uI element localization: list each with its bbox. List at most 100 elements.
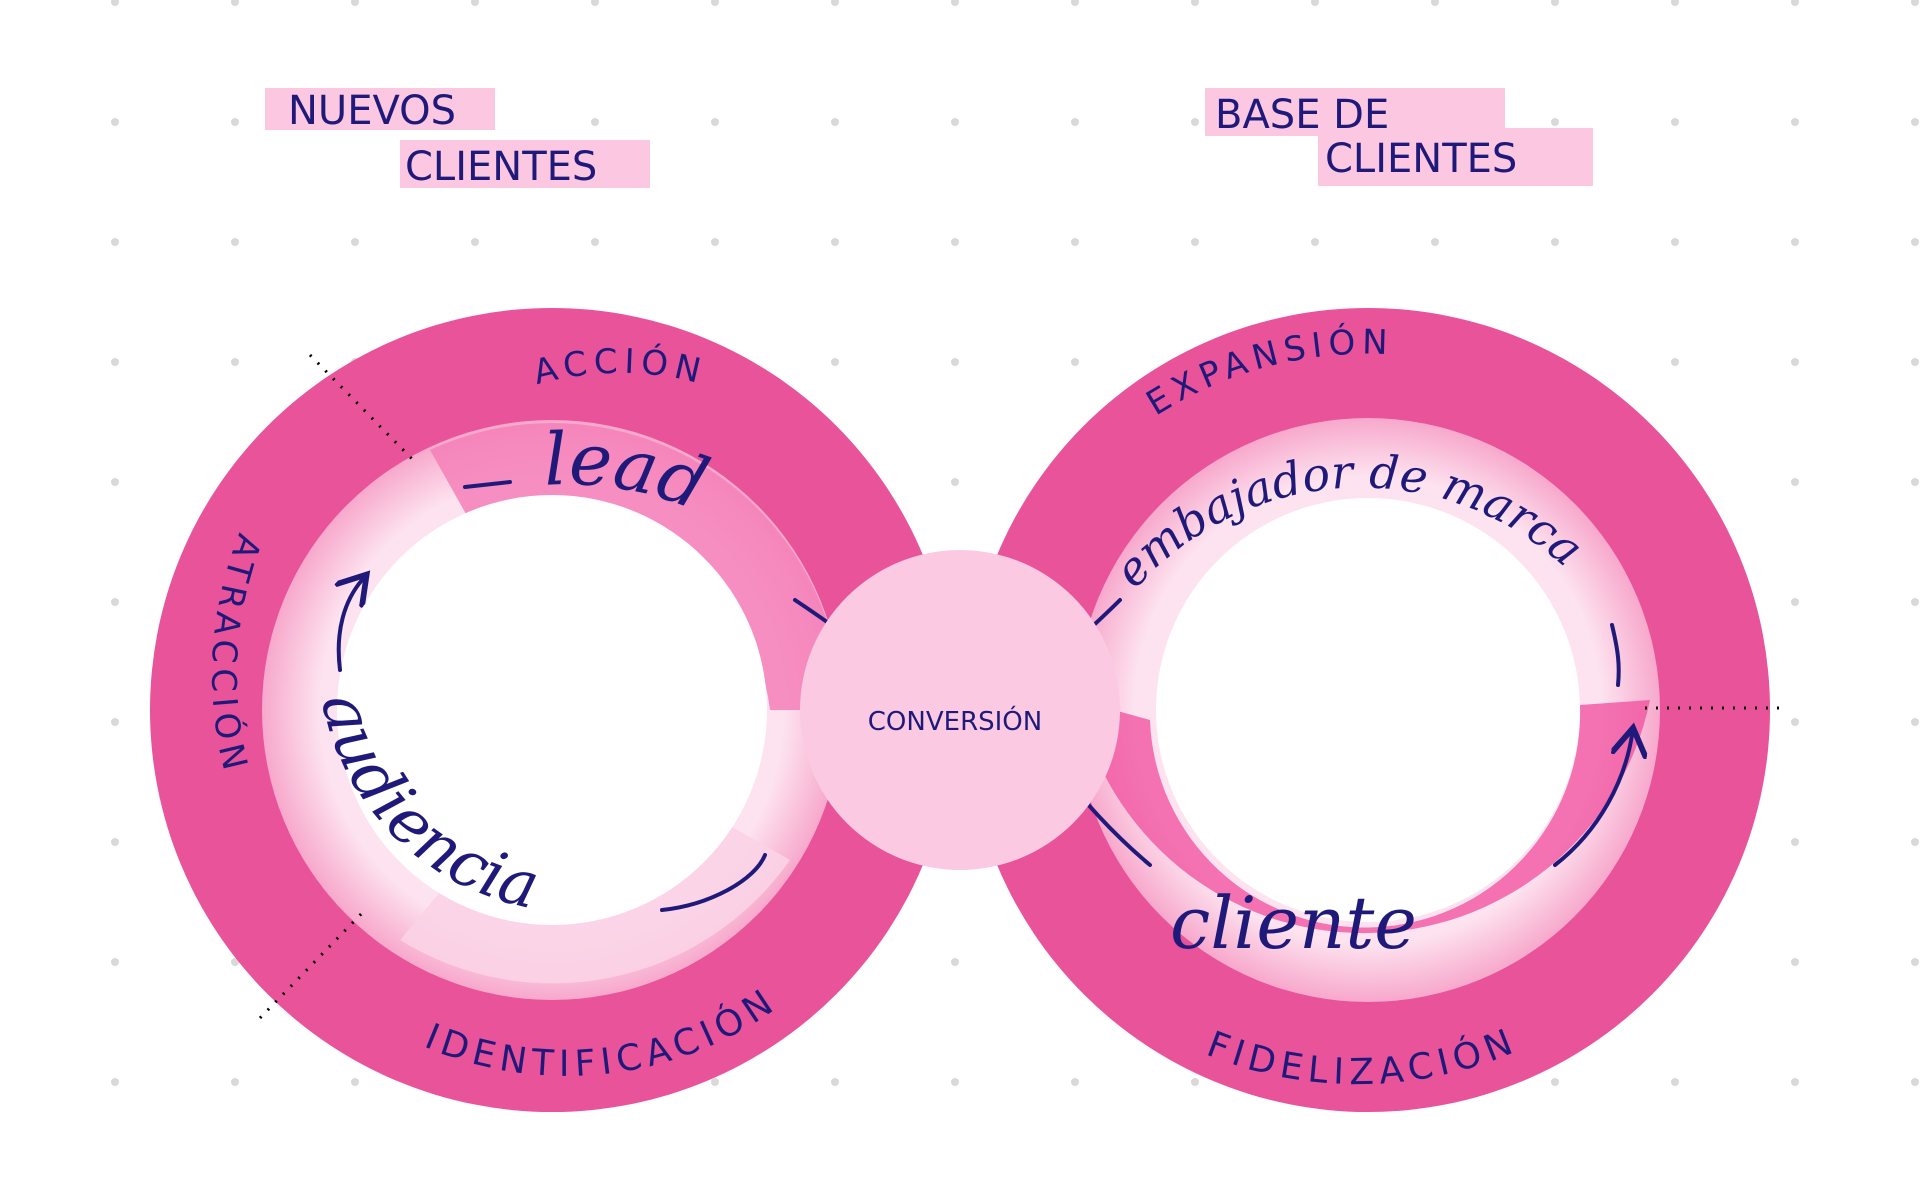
grid-dot <box>1911 118 1919 126</box>
grid-dot <box>951 238 959 246</box>
grid-dot <box>1791 358 1799 366</box>
grid-dot <box>711 1078 719 1086</box>
grid-dot <box>1071 238 1079 246</box>
grid-dot <box>1671 0 1679 6</box>
grid-dot <box>1551 118 1559 126</box>
header-right-line2: CLIENTES <box>1325 136 1517 182</box>
grid-dot <box>831 1078 839 1086</box>
grid-dot <box>1431 0 1439 6</box>
grid-dot <box>1071 1078 1079 1086</box>
grid-dot <box>1071 358 1079 366</box>
right-loop: EXPANSIÓN FIDELIZACIÓN embajador de marc… <box>966 308 1780 1112</box>
label-conversion: CONVERSIÓN <box>868 705 1042 737</box>
grid-dot <box>111 0 119 6</box>
grid-dot <box>951 0 959 6</box>
grid-dot <box>1551 238 1559 246</box>
grid-dot <box>1311 0 1319 6</box>
grid-dot <box>1911 598 1919 606</box>
grid-dot <box>951 958 959 966</box>
grid-dot <box>1911 838 1919 846</box>
grid-dot <box>471 0 479 6</box>
grid-dot <box>1671 238 1679 246</box>
grid-dot <box>1911 958 1919 966</box>
grid-dot <box>1071 118 1079 126</box>
grid-dot <box>831 118 839 126</box>
grid-dot <box>351 238 359 246</box>
grid-dot <box>591 238 599 246</box>
lead-dash <box>463 480 512 489</box>
header-left-line1: NUEVOS <box>288 88 456 134</box>
right-inner-hole <box>1156 498 1580 922</box>
label-highlight <box>265 88 495 130</box>
grid-dot <box>1671 1078 1679 1086</box>
grid-dot <box>351 1078 359 1086</box>
grid-dot <box>591 0 599 6</box>
grid-dot <box>111 478 119 486</box>
grid-dot <box>951 478 959 486</box>
grid-dot <box>111 958 119 966</box>
center-conversion: CONVERSIÓN <box>800 550 1120 870</box>
grid-dot <box>231 0 239 6</box>
grid-dot <box>231 238 239 246</box>
grid-dot <box>591 118 599 126</box>
grid-dot <box>1911 718 1919 726</box>
grid-dot <box>111 838 119 846</box>
grid-dot <box>1431 238 1439 246</box>
header-base-de-clientes: BASE DE CLIENTES <box>1205 88 1593 186</box>
header-nuevos-clientes: NUEVOS CLIENTES <box>265 88 650 190</box>
label-highlight <box>1318 128 1593 186</box>
grid-dot <box>711 238 719 246</box>
grid-dot <box>951 358 959 366</box>
grid-dot <box>1791 478 1799 486</box>
grid-dot <box>1791 118 1799 126</box>
grid-dot <box>111 1078 119 1086</box>
grid-dot <box>471 238 479 246</box>
grid-dot <box>1191 1078 1199 1086</box>
left-band-highlight <box>430 423 842 710</box>
grid-dot <box>711 0 719 6</box>
grid-dot <box>231 358 239 366</box>
grid-dot <box>831 238 839 246</box>
grid-dot <box>111 358 119 366</box>
grid-dot <box>951 1078 959 1086</box>
left-inner-hole <box>337 495 767 925</box>
grid-dot <box>231 958 239 966</box>
grid-dot <box>1671 118 1679 126</box>
embajador-tail <box>1610 623 1621 687</box>
grid-dot <box>711 118 719 126</box>
grid-dot <box>1911 358 1919 366</box>
right-band-highlight <box>1078 700 1650 934</box>
grid-dot <box>1791 598 1799 606</box>
header-left-line2: CLIENTES <box>405 144 597 190</box>
grid-dot <box>1071 0 1079 6</box>
label-cliente: cliente <box>1170 881 1417 965</box>
grid-dot <box>1551 1078 1559 1086</box>
grid-dot <box>831 358 839 366</box>
grid-dot <box>231 1078 239 1086</box>
grid-dot <box>1191 238 1199 246</box>
grid-dot <box>951 118 959 126</box>
grid-dot <box>1791 1078 1799 1086</box>
grid-dot <box>111 118 119 126</box>
grid-dot <box>111 598 119 606</box>
grid-dot <box>1311 238 1319 246</box>
grid-dot <box>1791 718 1799 726</box>
grid-dot <box>1911 0 1919 6</box>
left-loop: ACCIÓN ATRACCIÓN IDENTIFICACIÓN lead aud… <box>150 308 954 1112</box>
grid-dot <box>1791 838 1799 846</box>
grid-dot <box>111 718 119 726</box>
grid-dot <box>1791 958 1799 966</box>
grid-dot <box>1911 478 1919 486</box>
audiencia-tail <box>660 853 767 912</box>
grid-dot <box>1911 1078 1919 1086</box>
grid-dot <box>831 0 839 6</box>
arrow-cliente-to-embajador <box>1553 735 1632 867</box>
grid-dot <box>111 238 119 246</box>
grid-dot <box>1191 0 1199 6</box>
grid-dot <box>351 0 359 6</box>
grid-dot <box>1911 238 1919 246</box>
grid-dot <box>231 118 239 126</box>
grid-dot <box>1551 0 1559 6</box>
grid-dot <box>1191 118 1199 126</box>
